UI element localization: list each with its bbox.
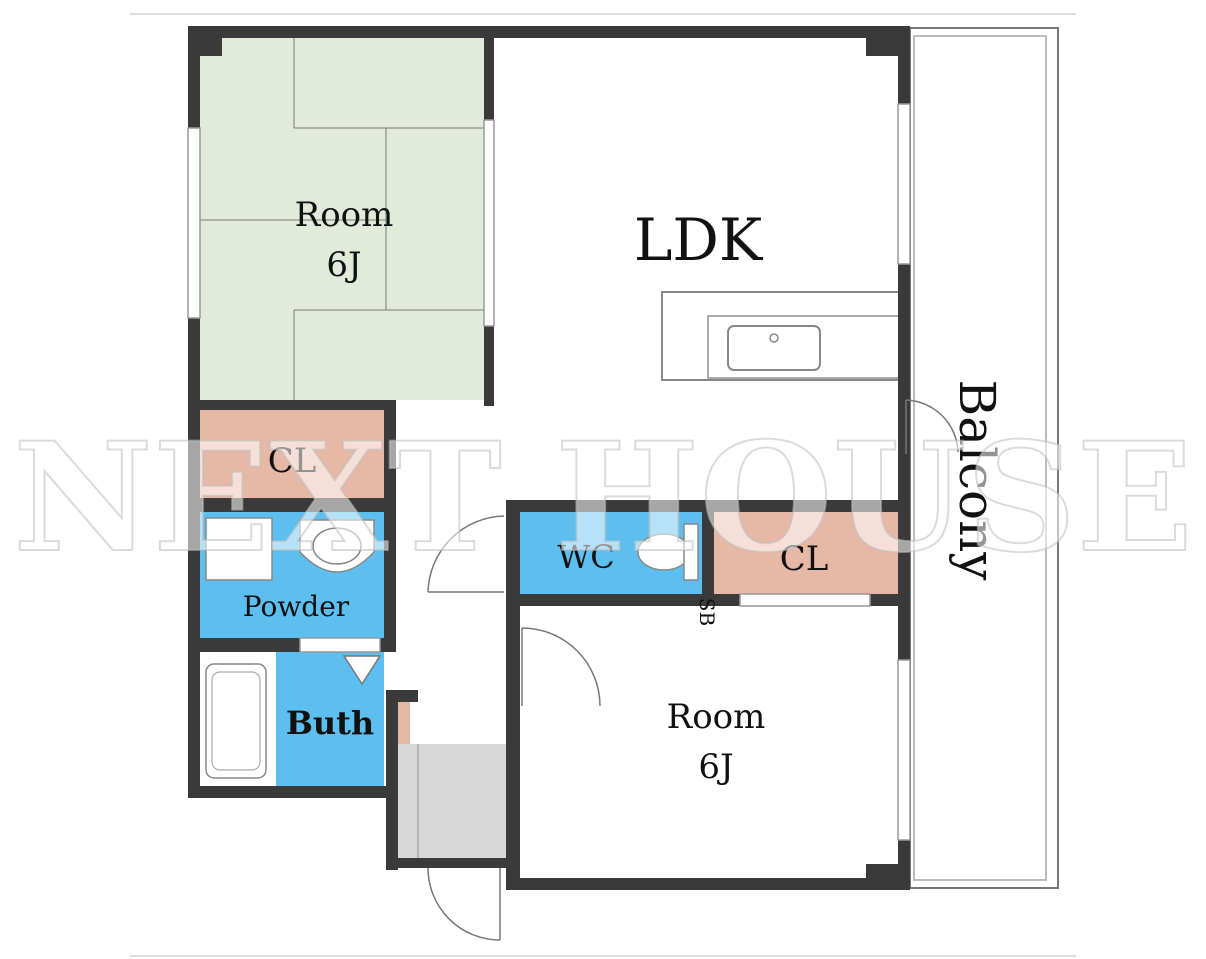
kitchen-counter xyxy=(661,291,900,381)
sb-label: SB xyxy=(695,598,719,626)
entrance-floor xyxy=(396,744,506,860)
room-right-label: Room xyxy=(667,697,766,737)
bath-label: Buth xyxy=(286,704,374,742)
washbasin-icon xyxy=(299,519,375,573)
door-swings xyxy=(427,399,959,941)
washing-machine-icon xyxy=(342,655,382,686)
toilet-tank xyxy=(683,523,699,581)
closet-right-floor xyxy=(712,512,900,594)
closet-left-floor xyxy=(198,410,384,498)
bathtub-inner xyxy=(211,671,261,771)
balcony-rail xyxy=(913,35,1047,881)
shelf-icon xyxy=(205,517,273,581)
washbasin-bowl xyxy=(312,527,362,565)
room-left-label: Room xyxy=(295,195,394,235)
ldk-floor xyxy=(494,38,900,502)
bathtub-icon xyxy=(205,663,267,779)
cl-left-label: CL xyxy=(268,441,317,481)
room-right-size: 6J xyxy=(698,747,733,787)
wc-label: WC xyxy=(557,538,614,576)
balcony-label: Balcony xyxy=(948,379,1006,581)
room-right-floor xyxy=(520,606,900,878)
hallway-floor xyxy=(396,410,506,740)
tatami-mat-lines xyxy=(198,38,484,400)
sink-icon xyxy=(727,325,821,371)
windows xyxy=(187,103,911,841)
tatami-room-floor xyxy=(198,38,484,400)
watermark: NEXT HOUSE xyxy=(13,410,1193,586)
room-left-size: 6J xyxy=(326,245,361,285)
cl-right-label: CL xyxy=(780,539,829,579)
powder-label: Powder xyxy=(243,590,350,623)
faucet-icon xyxy=(769,333,779,343)
ldk-label: LDK xyxy=(634,206,764,274)
